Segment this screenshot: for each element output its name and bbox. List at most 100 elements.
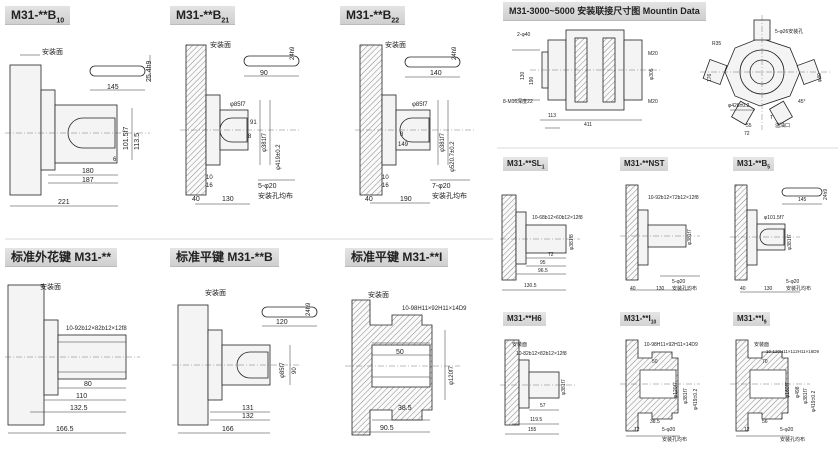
dim-b10-chamfer: 6	[113, 157, 117, 163]
title-b5: M31-**B5	[733, 157, 775, 171]
dim-h6-155: 155	[528, 427, 537, 433]
drawing-nst	[620, 184, 700, 291]
dim-i9-498: φ498	[795, 386, 801, 398]
dim-b21-pilot-dia: φ381f7	[262, 133, 268, 152]
dim-flatb-shaft-dia: φ85f7	[280, 362, 286, 378]
dim-flatb-131: 131	[242, 405, 254, 412]
dim-flatb-166: 166	[222, 426, 234, 433]
dim-nst-dia: φ381f7	[687, 229, 693, 245]
dim-i9-pilot: φ381f7	[803, 388, 809, 404]
dim-flati-90-5: 90.5	[380, 425, 394, 432]
title-standard-flat-key-b: 标准平键 M31-**B	[170, 248, 279, 267]
drawing-flat-i	[345, 299, 460, 436]
dim-i9-70: 70	[762, 359, 768, 365]
dim-i9-bolt-circle: φ419±0.2	[811, 390, 817, 412]
label-mount-face: 安装面	[385, 42, 406, 49]
dim-sl1-72: 72	[548, 252, 554, 258]
drawing-b22	[355, 44, 475, 204]
dim-flati-38-5: 38.5	[398, 405, 412, 412]
dim-b22-8: 8	[400, 132, 404, 138]
dim-b21-key-width: 24h9	[290, 46, 296, 60]
label-bolt-holes-even: 安装孔均布	[786, 286, 812, 292]
dim-i9-bore: φ160f7	[785, 382, 791, 398]
label-mount-face: 安装面	[512, 342, 528, 348]
dim-i10-spec: 10-98H11×92H11×14D9	[644, 342, 698, 348]
label-mount-face: 安装面	[754, 342, 770, 348]
dim-mount-190: 190	[529, 76, 535, 85]
dim-b10-len-221: 221	[58, 199, 70, 206]
dim-h6-spec: 10-82b12×82b12×12f8	[516, 351, 567, 357]
title-b21: M31-**B21	[170, 6, 236, 25]
dim-mount-r35: R35	[712, 41, 722, 47]
label-bolt-holes-even: 安装孔均布	[780, 437, 806, 443]
dim-b21-bolt-circle: φ419±0.2	[276, 144, 282, 170]
dim-mount-55: 55	[746, 123, 752, 129]
dim-spline-80: 80	[84, 381, 92, 388]
dim-mount-m20-a: M20	[648, 51, 658, 57]
dim-spline-110: 110	[76, 393, 88, 400]
dim-b10-key-width: 25.4h9	[146, 60, 153, 82]
dim-flatb-132: 132	[242, 413, 254, 420]
dim-mount-bolt-holes: 5-φ26安装孔	[775, 29, 804, 35]
dim-b21-flange-40: 40	[192, 196, 200, 203]
dim-b5-key-length: 145	[798, 197, 807, 203]
dim-b5-40: 40	[740, 286, 746, 292]
dim-flatb-90: 90	[292, 367, 298, 374]
dim-mount-40: φ40	[817, 73, 823, 82]
drawing-b10	[5, 54, 151, 207]
dim-flatb-key-length: 120	[276, 319, 288, 326]
drawing-sl1	[500, 194, 580, 291]
label-mount-face: 安装面	[40, 284, 61, 291]
dim-b10-height: 113.5	[134, 133, 141, 150]
dim-b22-bolt-holes: 7-φ20	[432, 183, 451, 190]
dim-b10-shaft-dia: 101.5f7	[123, 126, 130, 150]
dim-b22-pilot-dia: φ381f7	[440, 133, 446, 152]
title-standard-spline: 标准外花键 M31-**	[5, 248, 118, 267]
dim-i10-bolt-holes: 5-φ20	[662, 427, 676, 433]
dim-b5-pilot-dia: φ381f7	[787, 234, 793, 250]
drawing-flat-b	[172, 304, 318, 434]
label-mount-face: 安装面	[42, 49, 63, 56]
dim-b22-key-width: 24h9	[452, 46, 458, 60]
label-bolt-holes-even: 安装孔均布	[258, 193, 293, 200]
dim-i10-38-5: 38.5	[650, 419, 660, 425]
dim-h6-57: 57	[540, 403, 546, 409]
dim-b21-10: 10	[206, 175, 213, 181]
label-drain-port: 溢油口	[775, 123, 791, 129]
title-sl1: M31-**SL1	[503, 157, 549, 171]
dim-b22-16: 16	[382, 183, 389, 189]
dim-i9-12: 12	[744, 427, 750, 433]
dim-b10-key-length: 145	[107, 84, 119, 91]
dim-i10-pilot: φ381f7	[683, 388, 689, 404]
drawing-b21	[180, 44, 300, 205]
dim-flati-dia: φ120f7	[449, 366, 455, 385]
dim-b21-len-130: 130	[222, 196, 234, 203]
dim-b5-shaft-dia: φ101.5f7	[764, 215, 784, 221]
dim-b22-flange-40: 40	[365, 196, 373, 203]
dim-i10-50: 50	[652, 359, 658, 365]
dim-mount-thread: 8-M16深度22	[503, 99, 533, 105]
dim-sl1-96-5: 96.5	[538, 268, 548, 274]
dim-flati-50: 50	[396, 349, 404, 356]
drawing-h6	[500, 339, 575, 435]
dim-flatb-key-width: 24h9	[306, 302, 312, 316]
dim-b5-key-width: 24h9	[823, 188, 829, 200]
dim-b22-shaft-len: 149	[398, 142, 409, 148]
dim-mount-72: 72	[744, 131, 750, 137]
dim-mount-bolt-circle: φ426±0.2	[728, 103, 750, 109]
dim-mount-305: φ305	[649, 68, 655, 80]
dim-b22-bolt-circle: φ520.7±0.2	[450, 141, 456, 172]
dim-mount-t-port: T	[770, 115, 774, 121]
dim-i9-56: 56	[762, 419, 768, 425]
dim-spline-spec: 10-92b12×82b12×12f8	[66, 326, 127, 332]
dim-flati-spec: 10-98H11×92H11×14D9	[402, 306, 467, 312]
dim-mount-m20-b: M20	[648, 99, 658, 105]
dim-b21-shaft-dia: φ85f7	[230, 102, 246, 108]
drawing-spline	[5, 284, 140, 434]
dim-mount-45deg: 45°	[798, 99, 806, 105]
dim-b22-shaft-dia: φ85f7	[412, 102, 428, 108]
dim-b5-bolt-holes: 5-φ20	[786, 279, 800, 285]
title-i10: M31-**I10	[620, 312, 661, 326]
dim-b22-len-190: 190	[400, 196, 412, 203]
dim-h6-119-5: 119.5	[530, 417, 543, 423]
